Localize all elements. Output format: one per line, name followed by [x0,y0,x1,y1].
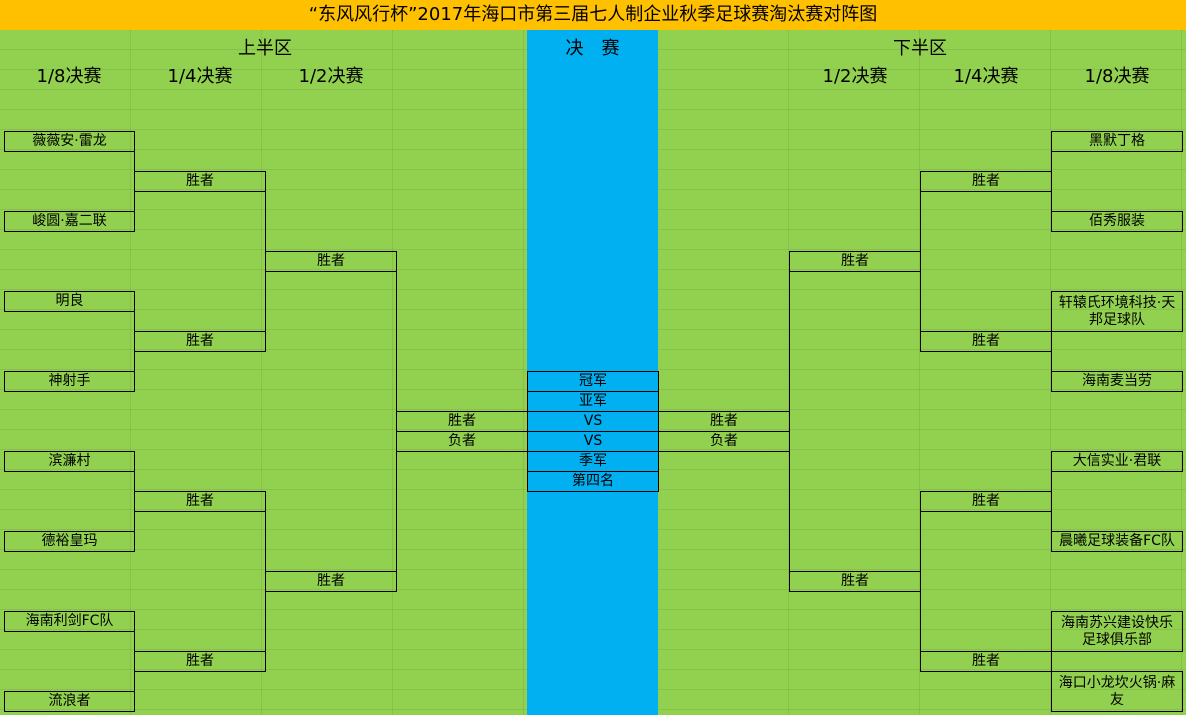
bracket-line [1051,151,1052,212]
left-team-1: 薇薇安·雷龙 [4,131,135,152]
left-team-5: 滨濂村 [4,451,135,472]
right-team-2: 佰秀服装 [1051,211,1183,232]
bracket-line [1051,471,1052,532]
champion-box: 冠军 [527,371,659,392]
right-round-r16-label: 1/8决赛 [1084,66,1150,87]
upper-half-zone [0,30,527,715]
bracket-line [920,511,921,652]
left-team-7: 海南利剑FC队 [4,611,135,632]
page-title: “东风风行杯”2017年海口市第三届七人制企业秋季足球赛淘汰赛对阵图 [0,0,1186,30]
right-team-4: 海南麦当劳 [1051,371,1183,392]
left-sf-winner-1: 胜者 [265,251,397,272]
final-vs-box: VS [527,411,659,432]
upper-half-label: 上半区 [238,38,292,59]
right-team-7: 海南苏兴建设快乐足球俱乐部 [1051,611,1183,652]
right-team-6: 晨曦足球装备FC队 [1051,531,1183,552]
left-team-6: 德裕皇玛 [4,531,135,552]
final-label: 决 赛 [565,38,620,59]
right-team-1: 黑默丁格 [1051,131,1183,152]
left-final-winner: 胜者 [396,411,528,432]
right-qf-winner-2: 胜者 [920,331,1052,352]
left-team-4: 神射手 [4,371,135,392]
bracket-line [789,271,790,592]
left-team-8: 流浪者 [4,691,135,712]
right-round-qf-label: 1/4决赛 [953,66,1019,87]
right-qf-winner-3: 胜者 [920,491,1052,512]
right-qf-winner-1: 胜者 [920,171,1052,192]
left-qf-winner-1: 胜者 [134,171,266,192]
runner-up-box: 亚军 [527,391,659,412]
right-round-sf-label: 1/2决赛 [822,66,888,87]
right-final-winner: 胜者 [658,411,790,432]
left-round-qf-label: 1/4决赛 [167,66,233,87]
left-qf-winner-4: 胜者 [134,651,266,672]
left-qf-winner-3: 胜者 [134,491,266,512]
fourth-place-box: 第四名 [527,471,659,492]
right-team-8: 海口小龙坎火锅·麻友 [1051,671,1183,712]
right-team-3: 轩辕氏环境科技·天邦足球队 [1051,291,1183,332]
left-final-loser: 负者 [396,431,528,452]
right-qf-winner-4: 胜者 [920,651,1052,672]
right-sf-winner-1: 胜者 [789,251,921,272]
left-round-r16-label: 1/8决赛 [36,66,102,87]
lower-half-zone [658,30,1186,715]
third-place-vs-box: VS [527,431,659,452]
bracket-line [1051,331,1052,372]
left-team-3: 明良 [4,291,135,312]
left-sf-winner-2: 胜者 [265,571,397,592]
lower-half-label: 下半区 [893,38,947,59]
third-place-box: 季军 [527,451,659,472]
right-sf-winner-2: 胜者 [789,571,921,592]
left-team-2: 峻圆·嘉二联 [4,211,135,232]
right-final-loser: 负者 [658,431,790,452]
left-qf-winner-2: 胜者 [134,331,266,352]
right-team-5: 大信实业·君联 [1051,451,1183,472]
left-round-sf-label: 1/2决赛 [298,66,364,87]
bracket-line [1051,651,1052,672]
bracket-line [920,191,921,332]
